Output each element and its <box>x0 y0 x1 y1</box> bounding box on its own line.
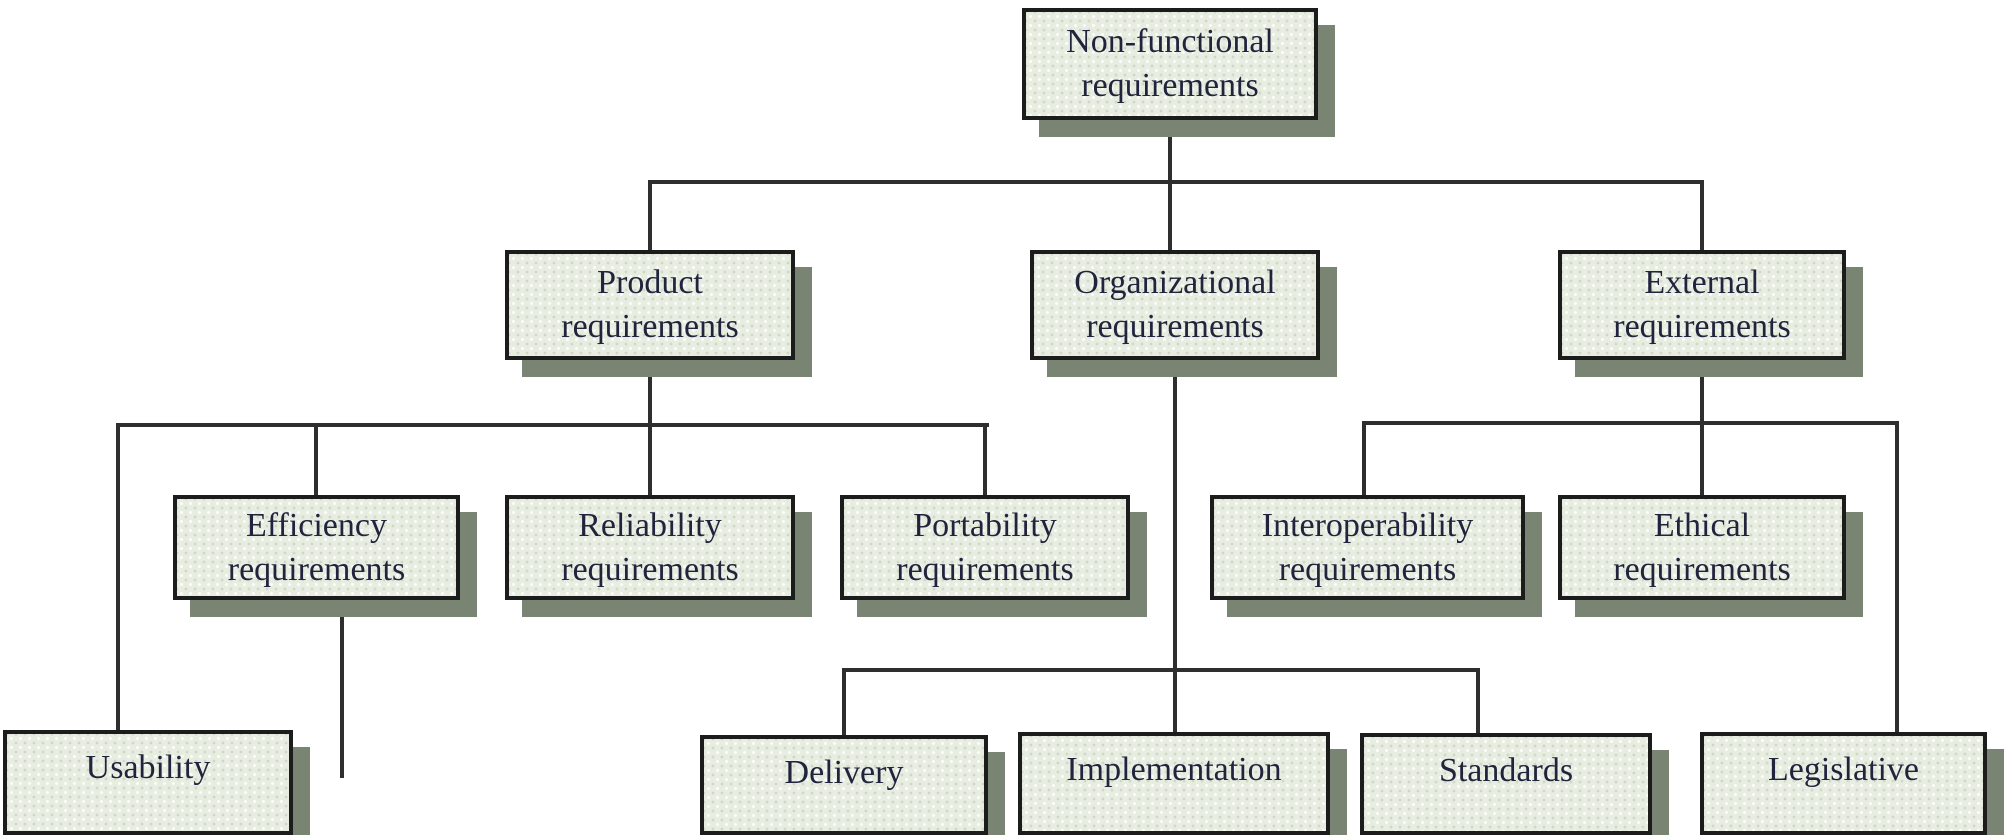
connector-line <box>116 423 989 427</box>
node-external-requirements: External requirements <box>1558 250 1846 360</box>
node-label: Portability requirements <box>896 506 1074 588</box>
connector-line <box>1700 180 1704 250</box>
connector-line <box>1895 421 1899 734</box>
connector-line <box>116 423 120 732</box>
node-implementation: Implementation <box>1018 732 1330 835</box>
node-legislative: Legislative <box>1700 732 1987 835</box>
node-label: Non-functional requirements <box>1066 23 1274 104</box>
connector-line <box>1362 421 1366 497</box>
node-label: Ethical requirements <box>1613 506 1791 588</box>
connector-line <box>1173 360 1177 734</box>
diagram-canvas: { "colors": { "background": "#ffffff", "… <box>3 8 1987 835</box>
node-organizational-requirements: Organizational requirements <box>1030 250 1320 360</box>
connector-line <box>648 180 1704 184</box>
node-label: External requirements <box>1613 264 1791 345</box>
node-label: Efficiency requirements <box>227 506 406 588</box>
node-non-functional-requirements: Non-functional requirements <box>1022 8 1318 120</box>
node-label: Legislative <box>1767 751 1920 788</box>
node-label: Interoperability requirements <box>1261 506 1474 588</box>
connector-line <box>648 180 652 250</box>
connector-line <box>983 423 987 497</box>
node-efficiency-requirements: Efficiency requirements <box>173 495 460 600</box>
node-label: Standards <box>1438 752 1574 789</box>
connector-line <box>314 423 318 497</box>
connector-line <box>842 668 846 737</box>
connector-line <box>1700 421 1704 497</box>
node-product-requirements: Product requirements <box>505 250 795 360</box>
connector-line <box>340 600 344 778</box>
node-label: Reliability requirements <box>561 506 739 588</box>
node-portability-requirements: Portability requirements <box>840 495 1130 600</box>
connector-line <box>648 423 652 497</box>
node-usability: Usability <box>3 730 293 835</box>
node-delivery: Delivery <box>700 735 988 835</box>
node-label: Usability <box>85 749 211 786</box>
node-label: Implementation <box>1066 751 1282 788</box>
connector-line <box>1168 120 1172 250</box>
node-label: Delivery <box>784 754 904 791</box>
connector-line <box>1362 421 1899 425</box>
connector-line <box>842 668 1480 672</box>
node-interoperability-requirements: Interoperability requirements <box>1210 495 1525 600</box>
connector-line <box>1476 668 1480 735</box>
node-label: Product requirements <box>561 264 739 345</box>
node-standards: Standards <box>1360 733 1652 835</box>
connector-line <box>648 360 652 427</box>
node-label: Organizational requirements <box>1074 264 1276 345</box>
node-reliability-requirements: Reliability requirements <box>505 495 795 600</box>
connector-line <box>1700 360 1704 425</box>
node-ethical-requirements: Ethical requirements <box>1558 495 1846 600</box>
